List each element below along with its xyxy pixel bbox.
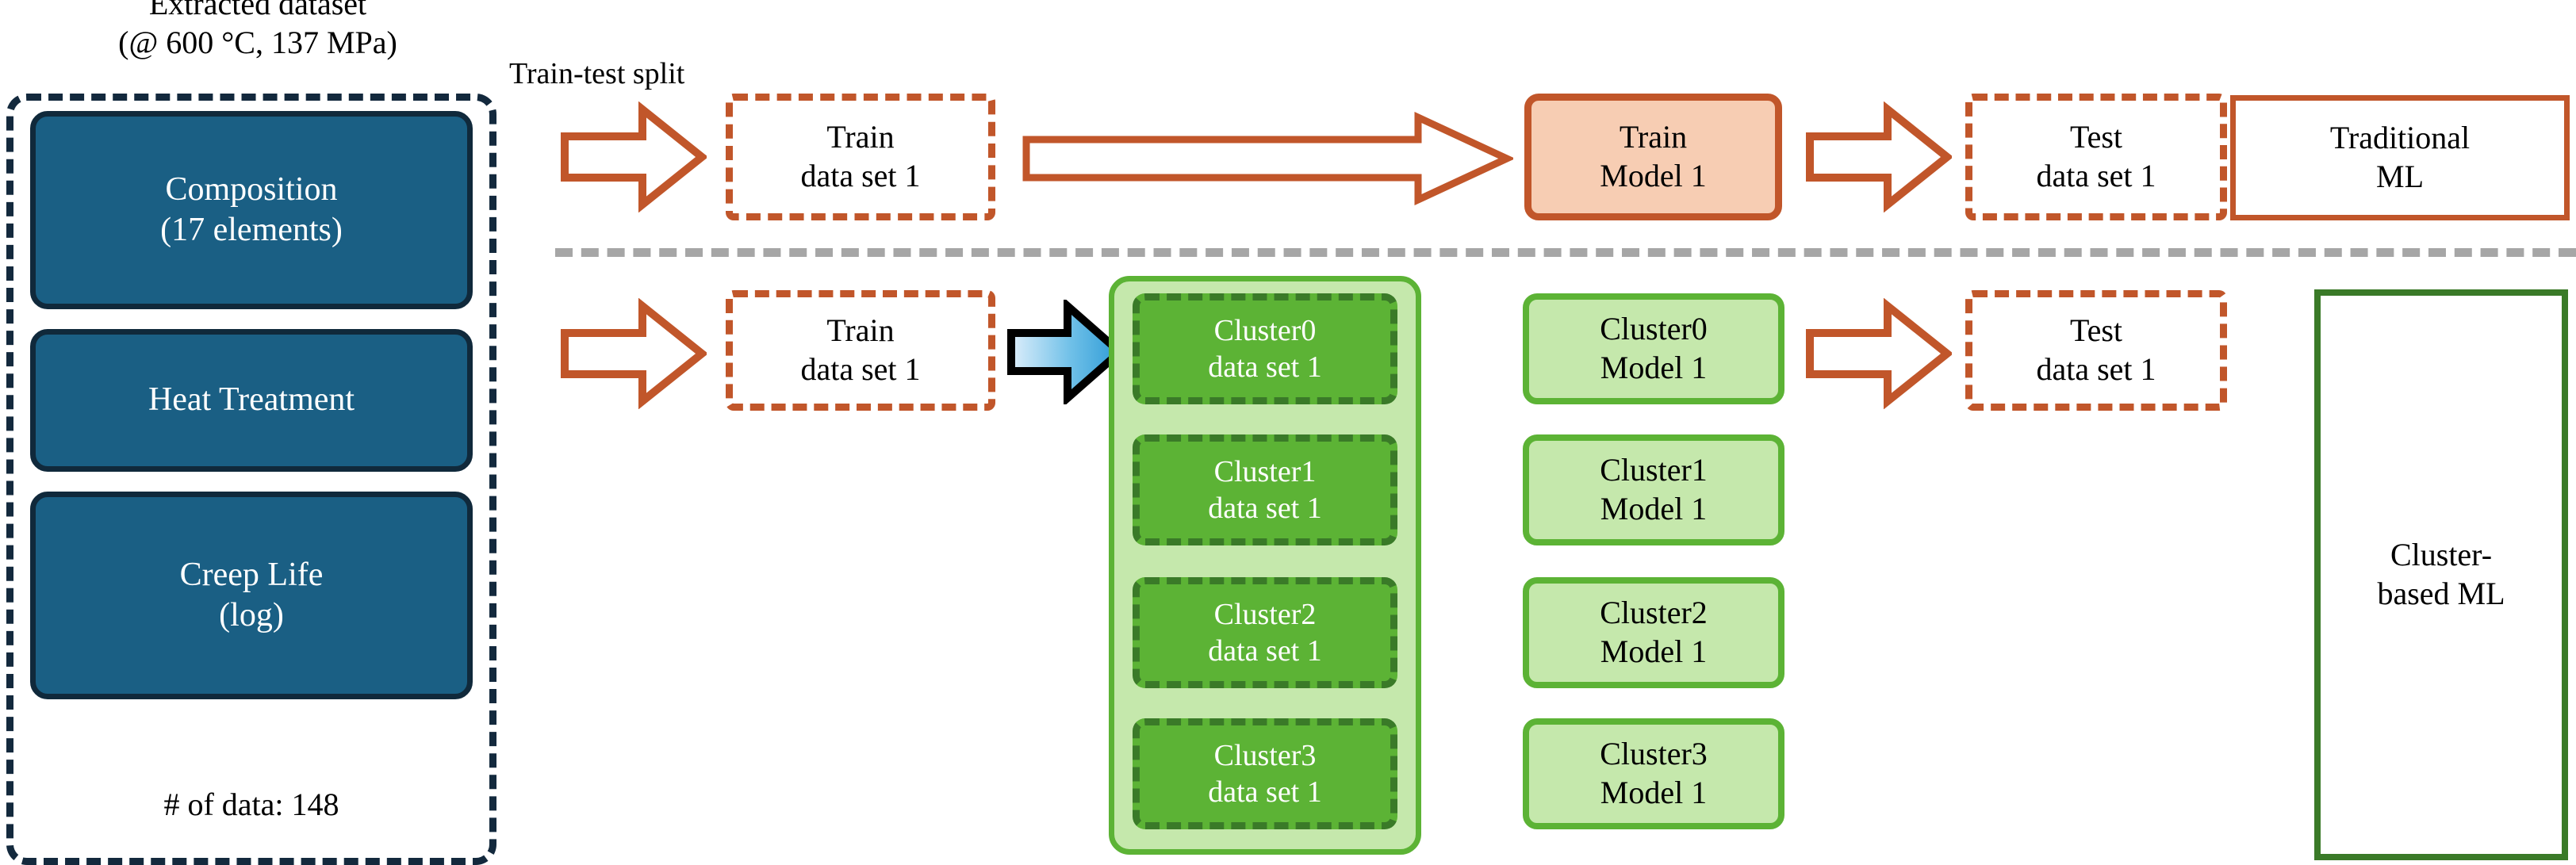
traditional-ml-line2: ML [2376,159,2424,194]
train-data-top-line2: data set 1 [800,158,921,193]
cluster3-data-line1: Cluster3 [1213,738,1317,772]
traditional-ml-line1: Traditional [2329,120,2471,156]
test-data-top-line1: Test [2069,119,2123,155]
cluster-based-ml-line2: based ML [2377,576,2505,611]
feature-box-heat-treatment: Heat Treatment [30,329,473,472]
feature-heat-line1: Heat Treatment [148,381,355,419]
cluster1-model-1: Cluster1 Model 1 [1523,434,1784,545]
cluster2-model-line2: Model 1 [1600,633,1708,669]
split-arrow-bottom-icon [560,298,707,409]
train-data-set-1-top: Train data set 1 [726,94,995,220]
train-data-bot-line1: Train [826,312,895,349]
evaluate-arrow-top-icon [1805,101,1952,212]
test-data-set-1-bottom: Test data set 1 [1965,290,2227,411]
feature-box-composition: Composition (17 elements) [30,111,473,309]
test-data-bot-line2: data set 1 [2036,351,2156,387]
cluster-based-ml-outcome-box: Cluster- based ML [2314,289,2568,860]
test-data-bot-line1: Test [2069,312,2123,349]
train-data-top-line1: Train [826,119,895,155]
dataset-caption-line2: (@ 600 °C, 137 MPa) [118,25,397,60]
cluster1-model-line1: Cluster1 [1600,452,1708,488]
train-test-split-label: Train-test split [509,56,685,90]
cluster1-model-line2: Model 1 [1600,491,1708,526]
train-data-bot-line2: data set 1 [800,351,921,387]
cluster1-data-line1: Cluster1 [1213,454,1317,488]
clustering-arrow-icon [1006,300,1125,404]
cluster0-data-line2: data set 1 [1208,350,1322,384]
cluster2-model-line1: Cluster2 [1600,595,1708,631]
cluster2-data-set-1: Cluster2 data set 1 [1133,577,1397,688]
test-data-top-line2: data set 1 [2036,158,2156,193]
feature-composition-line2: (17 elements) [160,212,343,248]
cluster0-model-1: Cluster0 Model 1 [1523,293,1784,404]
train-long-arrow-icon [1022,111,1513,206]
cluster3-model-line1: Cluster3 [1600,736,1708,772]
feature-creep-line2: (log) [219,597,284,633]
cluster2-model-1: Cluster2 Model 1 [1523,577,1784,688]
cluster1-data-set-1: Cluster1 data set 1 [1133,434,1397,545]
cluster2-data-line2: data set 1 [1208,634,1322,668]
cluster-based-ml-line1: Cluster- [2390,537,2493,573]
dataset-caption-line1: Extracted dataset [148,0,367,22]
cluster3-model-1: Cluster3 Model 1 [1523,718,1784,829]
cluster0-model-line1: Cluster0 [1600,311,1708,347]
cluster2-data-line1: Cluster2 [1213,597,1317,631]
dataset-count-label: # of data: 148 [163,786,339,822]
traditional-ml-outcome-box: Traditional ML [2230,95,2570,220]
train-data-set-1-bottom: Train data set 1 [726,290,995,411]
cluster1-data-line2: data set 1 [1208,492,1322,525]
cluster0-model-line2: Model 1 [1600,350,1708,385]
extracted-dataset-panel [6,94,496,865]
cluster3-model-line2: Model 1 [1600,775,1708,810]
cluster0-data-line1: Cluster0 [1213,313,1317,347]
feature-composition-line1: Composition [165,170,338,208]
cluster3-data-line2: data set 1 [1208,775,1322,809]
train-model-1-box: Train Model 1 [1524,94,1782,220]
cluster3-data-set-1: Cluster3 data set 1 [1133,718,1397,829]
feature-creep-line1: Creep Life [179,556,324,593]
train-model-1-line1: Train [1619,119,1688,155]
feature-box-creep-life: Creep Life (log) [30,492,473,699]
test-data-set-1-top: Test data set 1 [1965,94,2227,220]
train-model-1-line2: Model 1 [1600,158,1707,193]
row-divider [555,248,2576,257]
split-arrow-top-icon [560,101,707,212]
dataset-caption: Extracted dataset (@ 600 °C, 137 MPa) [8,0,508,60]
cluster0-data-set-1: Cluster0 data set 1 [1133,293,1397,404]
evaluate-arrow-bottom-icon [1805,298,1952,409]
